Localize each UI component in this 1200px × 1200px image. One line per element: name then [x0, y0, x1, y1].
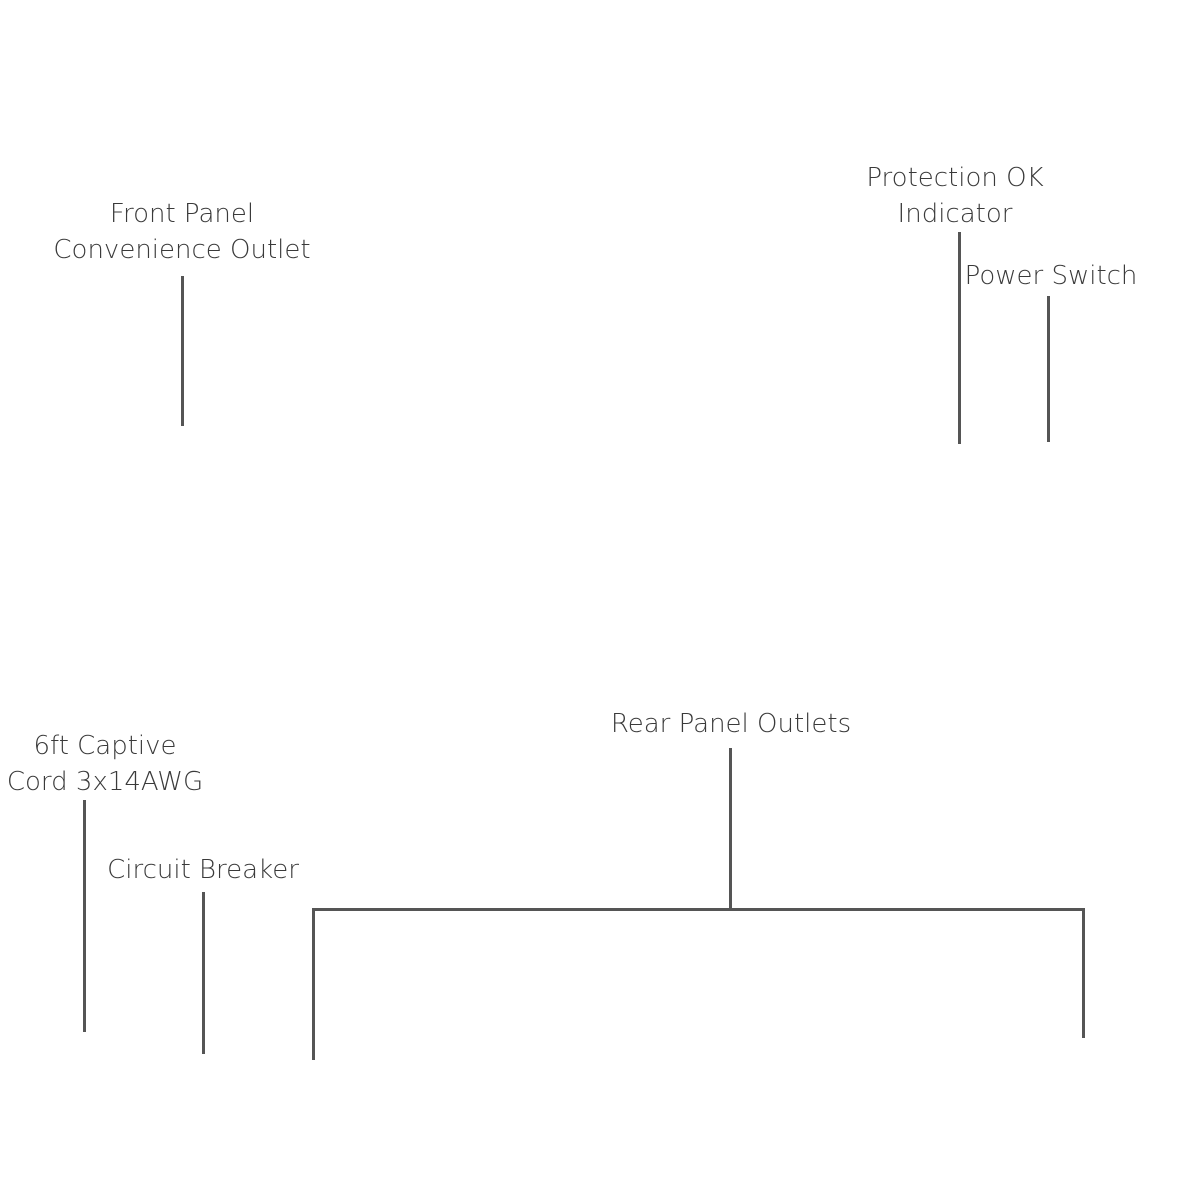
rear-outlet-number: 4: [815, 1010, 822, 1022]
rear-outlet-number: 5: [727, 1010, 733, 1022]
protection-callout: Protection OK Indicator: [850, 160, 1060, 232]
rear-outlet: 6: [523, 1010, 595, 1099]
cord-leader: [83, 800, 86, 1032]
rear-outlet: 7: [409, 1010, 481, 1099]
circuit-breaker-button[interactable]: [183, 1041, 217, 1075]
protection-led-icon: [957, 446, 969, 458]
rear-outlet-number: 2: [989, 1010, 995, 1022]
rear-outlet: 4: [781, 1010, 853, 1099]
switch-on-symbol: /: [1033, 434, 1037, 450]
switch-off-symbol: O: [1030, 459, 1041, 475]
cord-callout-line1: 6ft Captive: [33, 731, 177, 761]
front-convenience-outlet: [149, 420, 219, 490]
max-load-label: MAXIMUM LOAD 15AMPS: [515, 1102, 626, 1112]
rear-outlet: 2: [955, 1010, 1027, 1099]
rear-panel: LINE AC 220-240V/50-60Hz LINE AC 110-120…: [12, 960, 1188, 1116]
breaker-callout: Circuit Breaker: [107, 855, 299, 885]
front-outlet-leader: [181, 276, 184, 426]
model-label: PCO850: [590, 461, 648, 478]
rear-outlets-leader-stem: [729, 748, 732, 910]
protection-callout-line2: Indicator: [897, 199, 1013, 229]
front-outlet-callout-line1: Front Panel: [109, 199, 255, 229]
cord-callout: 6ft Captive Cord 3x14AWG: [0, 728, 210, 800]
off-label: OFF: [1070, 467, 1090, 478]
cord-callout-line2: Cord 3x14AWG: [6, 767, 204, 797]
rear-outlet: 5: [693, 1010, 765, 1099]
power-switch-leader: [1047, 296, 1050, 442]
protection-callout-line1: Protection OK: [866, 163, 1044, 193]
rear-outlets-bracket-right: [1082, 908, 1085, 1038]
power-label: POWER: [1011, 399, 1050, 410]
rear-outlet-number: 3: [903, 1010, 909, 1022]
switched-outlet-label: SWITCHED OUTLET: [136, 410, 232, 421]
brand-label: PYLE: [580, 441, 633, 463]
front-outlet-callout: Front Panel Convenience Outlet: [40, 196, 324, 268]
front-outlet-callout-line2: Convenience Outlet: [53, 235, 311, 265]
front-panel: SWITCHED OUTLET PYLE PCO850 PROTECTION O…: [12, 372, 1188, 518]
protection-label-1: PROTECTION: [931, 418, 997, 429]
on-label: ON: [1071, 432, 1086, 443]
rear-outlets-bracket-left: [312, 908, 315, 1060]
rear-outlets-callout: Rear Panel Outlets: [610, 709, 852, 739]
rear-outlets-bracket: [312, 908, 1085, 911]
rear-outlet: 8: [279, 1010, 351, 1099]
rear-outlets: 87654321: [279, 1010, 1119, 1099]
rear-outlet: 3: [869, 1010, 941, 1099]
amps-label: 15AMPS: [180, 1084, 220, 1095]
power-switch[interactable]: / O: [1006, 417, 1064, 488]
power-switch-callout: Power Switch: [964, 261, 1138, 291]
website-label: www.pyleaudio.com: [165, 1101, 233, 1108]
power-cord: [63, 1029, 109, 1116]
protection-leader: [958, 232, 961, 444]
rear-outlet-number: 7: [443, 1010, 449, 1022]
rear-outlet-number: 6: [557, 1010, 563, 1022]
breaker-leader: [202, 892, 205, 1054]
pyle-logo: PYLE PCO850: [527, 441, 648, 478]
